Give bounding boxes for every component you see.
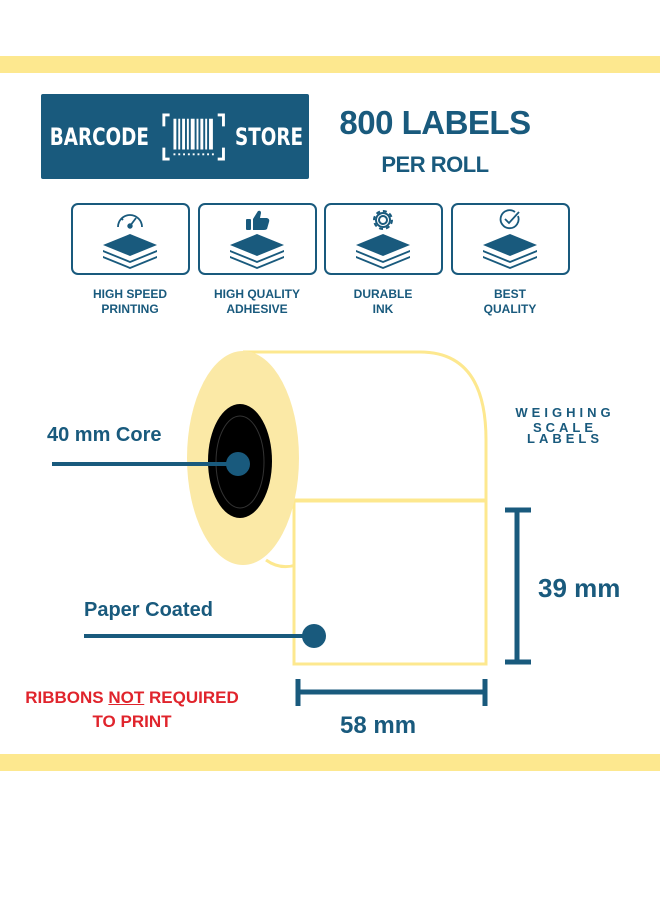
core-callout-dot [226, 452, 250, 476]
feature-best-quality [451, 203, 570, 275]
ribbon-notice-emphasis: NOT [108, 688, 145, 707]
logo-left-word: BARCODE [49, 122, 149, 151]
product-type-line2: LABELS [527, 431, 603, 446]
label-count: 800 LABELS [339, 104, 531, 141]
height-dimension-marker [505, 507, 531, 665]
brand-logo: BARCODE STORE [41, 94, 309, 179]
gear-icon [373, 210, 393, 230]
per-roll-text: PER ROLL [381, 152, 489, 177]
roll-body [243, 350, 488, 569]
roll-count-headline: 800 LABELS PER ROLL [330, 104, 540, 178]
label-stack-icon [230, 234, 284, 269]
feature-high-quality [198, 203, 317, 275]
top-accent-band [0, 56, 660, 73]
paper-callout-dot [302, 624, 326, 648]
label-stack-icon [483, 234, 537, 269]
product-type-line1: WEIGHING SCALE [515, 405, 615, 435]
label-height-value: 39 mm [538, 573, 621, 603]
feature-high-speed [71, 203, 190, 275]
label-stack-icon [356, 234, 410, 269]
speedometer-icon [117, 214, 143, 229]
material-label: Paper Coated [84, 599, 213, 621]
thumbs-up-icon [246, 210, 270, 230]
ribbon-notice: RIBBONS NOT REQUIRED TO PRINT [25, 688, 239, 731]
barcode-bracket-icon [162, 112, 225, 161]
width-dimension-marker [295, 679, 488, 706]
label-width-value: 58 mm [340, 712, 417, 739]
label-stack-icon [103, 234, 157, 269]
core-size-label: 40 mm Core [47, 424, 162, 446]
feature-durable-ink [324, 203, 443, 275]
check-badge-icon [499, 209, 520, 230]
bottom-accent-band [0, 754, 660, 771]
logo-right-word: STORE [234, 122, 303, 151]
unwound-label [292, 499, 488, 666]
